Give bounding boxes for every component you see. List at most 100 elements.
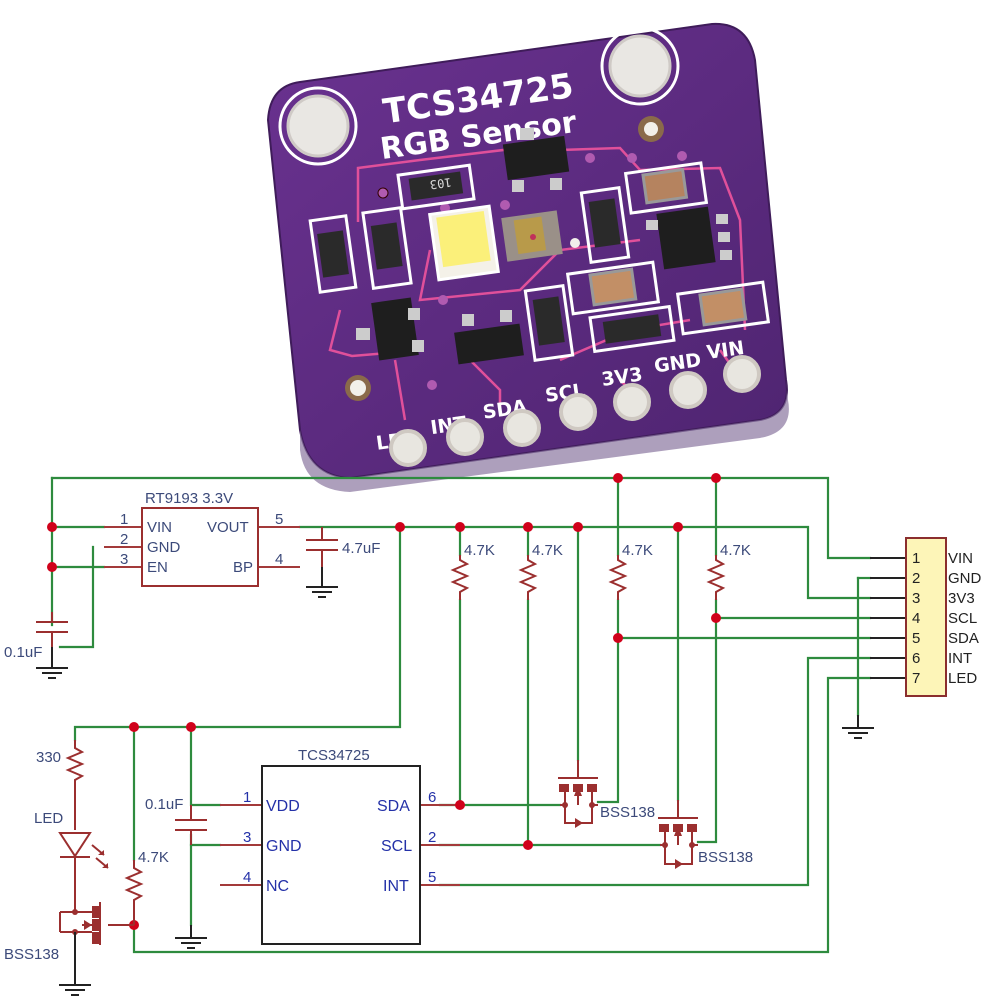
svg-text:330: 330 [36, 749, 61, 766]
led-gate-resistor: 4.7K [124, 849, 169, 925]
svg-text:5: 5 [275, 511, 283, 528]
ground-icon [36, 667, 68, 679]
svg-text:SCL: SCL [381, 838, 412, 855]
color-sensor-chip [501, 210, 563, 262]
svg-text:GND: GND [147, 539, 181, 556]
svg-text:4: 4 [912, 610, 920, 627]
svg-text:GND: GND [266, 838, 302, 855]
svg-text:LED: LED [34, 810, 63, 827]
svg-text:SDA: SDA [948, 630, 979, 647]
svg-text:SCL: SCL [948, 610, 977, 627]
svg-text:BSS138: BSS138 [698, 849, 753, 866]
ic-regulator [646, 206, 732, 270]
svg-text:0.1uF: 0.1uF [4, 644, 42, 661]
pin-stubs [104, 526, 906, 886]
board-pin-pads [389, 355, 761, 467]
regulator-name: RT9193 3.3V [145, 490, 233, 507]
pullup-resistor-2: 4.7K [518, 542, 563, 600]
svg-text:3: 3 [120, 551, 128, 568]
resistor-r2 [308, 214, 358, 294]
svg-text:4.7K: 4.7K [720, 542, 751, 559]
ground-icon [842, 715, 874, 739]
header-pin-numbers: 1 2 3 4 5 6 7 [912, 550, 920, 687]
svg-text:4.7uF: 4.7uF [342, 540, 380, 557]
svg-text:INT: INT [383, 878, 409, 895]
svg-text:BSS138: BSS138 [600, 804, 655, 821]
mosfet-scl: BSS138 [658, 800, 753, 869]
svg-text:2: 2 [120, 531, 128, 548]
svg-text:3V3: 3V3 [948, 590, 975, 607]
resistor-r6 [588, 304, 676, 354]
svg-text:5: 5 [428, 869, 436, 886]
svg-text:4: 4 [243, 869, 251, 886]
svg-text:VOUT: VOUT [207, 519, 249, 536]
svg-text:6: 6 [428, 789, 436, 806]
capacitor-input: 0.1uF [4, 612, 68, 679]
pullup-resistor-4: 4.7K [706, 542, 751, 600]
mosfet-left [356, 297, 424, 361]
sensor-ic: TCS34725 1 3 4 VDD GND NC 6 2 5 SDA SCL … [243, 747, 436, 945]
svg-text:7: 7 [912, 670, 920, 687]
capacitor-sensor: 0.1uF [145, 796, 207, 949]
mounting-hole-right [600, 26, 680, 106]
svg-text:2: 2 [428, 829, 436, 846]
resistor-r3 [361, 206, 413, 290]
capacitor-c2 [565, 260, 661, 316]
svg-text:NC: NC [266, 878, 289, 895]
ground-icon [175, 925, 207, 949]
svg-text:3: 3 [243, 829, 251, 846]
svg-text:5: 5 [912, 630, 920, 647]
svg-text:1: 1 [912, 550, 920, 567]
ground-icon [59, 932, 91, 996]
resistor-r1: 103 [396, 163, 476, 211]
svg-text:103: 103 [429, 175, 452, 192]
led-resistor: 330 [36, 740, 85, 800]
sensor-name: TCS34725 [298, 747, 370, 764]
svg-text:4.7K: 4.7K [532, 542, 563, 559]
capacitor-output: 4.7uF [306, 527, 380, 598]
svg-text:6: 6 [912, 650, 920, 667]
white-led [428, 204, 500, 282]
pcb-vias [377, 151, 687, 390]
svg-text:4.7K: 4.7K [464, 542, 495, 559]
pullup-resistor-1: 4.7K [450, 542, 495, 600]
svg-text:BP: BP [233, 559, 253, 576]
svg-text:1: 1 [120, 511, 128, 528]
svg-text:2: 2 [912, 570, 920, 587]
svg-text:BSS138: BSS138 [4, 946, 59, 963]
svg-text:VDD: VDD [266, 798, 300, 815]
svg-text:VIN: VIN [948, 550, 973, 567]
svg-text:1: 1 [243, 789, 251, 806]
svg-text:3: 3 [912, 590, 920, 607]
capacitor-c1 [623, 161, 709, 215]
svg-text:EN: EN [147, 559, 168, 576]
led-diode: LED [34, 800, 109, 912]
resistor-r5 [523, 284, 575, 362]
fiducial-small [345, 375, 371, 401]
svg-text:LED: LED [948, 670, 977, 687]
ground-icon [306, 567, 338, 598]
header-connector: 1 2 3 4 5 6 7 VIN GND 3V3 SCL SDA INT LE… [905, 537, 982, 697]
capacitor-c3 [675, 280, 771, 336]
svg-text:SDA: SDA [377, 798, 410, 815]
regulator-rt9193: RT9193 3.3V 1 2 3 VIN GND EN 5 4 VOUT BP [120, 490, 283, 587]
mosfet-sda: BSS138 [558, 760, 655, 828]
wires [50, 476, 872, 954]
svg-text:4.7K: 4.7K [622, 542, 653, 559]
svg-text:INT: INT [948, 650, 972, 667]
mosfet-middle [454, 310, 524, 365]
svg-text:GND: GND [948, 570, 982, 587]
pullup-resistor-3: 4.7K [608, 542, 653, 600]
junction-dots [47, 473, 721, 930]
mosfet-led: BSS138 [4, 902, 134, 963]
svg-text:VIN: VIN [147, 519, 172, 536]
ic-sot23-top [502, 128, 570, 192]
svg-text:4: 4 [275, 551, 283, 568]
header-pin-names: VIN GND 3V3 SCL SDA INT LED [948, 550, 982, 687]
mounting-hole-left [278, 86, 358, 166]
svg-text:4.7K: 4.7K [138, 849, 169, 866]
resistor-r4 [579, 186, 631, 264]
svg-text:0.1uF: 0.1uF [145, 796, 183, 813]
